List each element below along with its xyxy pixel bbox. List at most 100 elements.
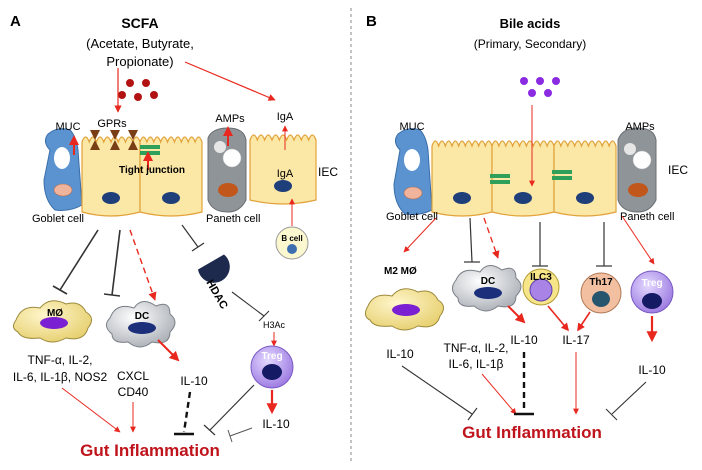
label-dc-cytokines-1: TNF-α, IL-2,: [444, 341, 509, 355]
outcome-gut-inflammation-a: Gut Inflammation: [80, 441, 220, 460]
label-treg-a: Treg: [261, 351, 282, 362]
enterocyte-b1: [431, 140, 493, 217]
label-iec-b: IEC: [668, 163, 688, 177]
label-treg-b: Treg: [641, 278, 662, 289]
arrow-scfa-iga: [184, 61, 276, 101]
inhibit-treg-inflam: [209, 384, 255, 431]
goblet-cell-b: [393, 128, 433, 215]
dc-nucleus-b: [474, 287, 502, 299]
treg-cell-b: [630, 270, 674, 314]
panel-b-letter: B: [366, 13, 377, 30]
label-muc-b: MUC: [399, 121, 424, 133]
arrow-th17-il17: [577, 311, 591, 332]
inhibit-treg-inflam-b: [611, 381, 647, 415]
th17-nucleus: [592, 291, 610, 307]
tight-junction-b: [490, 170, 572, 184]
dashed-epi-dc: [129, 229, 157, 301]
hdac-shape: [198, 254, 230, 283]
enterocyte-a3: [249, 134, 317, 205]
treg-nucleus-a: [262, 364, 282, 380]
goblet-cell-a: [43, 128, 83, 211]
enterocytes-b: [431, 140, 617, 217]
enterocyte-a1-nucleus: [102, 192, 120, 204]
enterocyte-b3-nucleus: [576, 192, 594, 204]
label-goblet-b: Goblet cell: [386, 211, 438, 223]
inhibit-epi-dc-b: [469, 217, 473, 263]
enterocytes-a: [81, 134, 317, 217]
panel-a-subtitle-1: (Acetate, Butyrate,: [86, 36, 194, 51]
paneth-nucleus-a: [218, 183, 238, 197]
label-gprs: GPRs: [97, 118, 127, 130]
arrow-dc-il10-b: [507, 305, 526, 324]
label-b-cell: B cell: [281, 234, 302, 243]
outcome-gut-inflammation-b: Gut Inflammation: [462, 423, 602, 442]
arrow-dc-inflam-b: [481, 373, 517, 415]
label-il10-ilc3: IL-10: [510, 333, 538, 347]
label-mac-cytokines-2: IL-6, IL-1β, NOS2: [13, 370, 108, 384]
label-il10-dc-a: IL-10: [180, 374, 208, 388]
arrow-epi-treg-b: [621, 215, 655, 265]
b-cell: [275, 226, 309, 260]
label-il10-m2: IL-10: [386, 347, 414, 361]
inhibit-il10-inflam: [229, 427, 253, 437]
enterocyte-a2: [139, 136, 203, 217]
label-il17: IL-17: [562, 333, 590, 347]
label-ilc3: ILC3: [530, 272, 552, 283]
label-paneth-b: Paneth cell: [620, 211, 674, 223]
epithelium-b: [393, 127, 657, 217]
enterocyte-b1-nucleus: [453, 192, 471, 204]
label-hdac: HDAC: [203, 278, 229, 312]
paneth-cell-b: [617, 127, 657, 213]
arrow-ilc3-il17: [547, 305, 570, 332]
treg-nucleus-b: [642, 293, 662, 309]
macrophage-nucleus-a: [40, 317, 68, 329]
paneth-granule-a: [214, 141, 226, 153]
dashed-epi-dc-b: [483, 217, 500, 259]
inhibit-il10-dc-inflam: [182, 391, 192, 433]
goblet-granule-a: [54, 147, 70, 169]
label-iga-top: IgA: [277, 111, 294, 123]
arrow-epi-m2: [403, 217, 437, 253]
label-amps-b: AMPs: [625, 121, 655, 133]
panel-b-title: Bile acids: [500, 16, 561, 31]
enterocyte-b2-nucleus: [514, 192, 532, 204]
label-h3ac: H3Ac: [263, 320, 286, 330]
goblet-nucleus-a: [53, 183, 73, 197]
arrow-dc-il10-a: [157, 339, 180, 362]
arrow-mac-inflam: [61, 387, 121, 433]
ilc3-nucleus: [529, 278, 553, 302]
label-dc-cytokines-2: IL-6, IL-1β: [449, 357, 504, 371]
label-dc-markers-1: CXCL: [117, 369, 149, 383]
bile-acid-molecules: [520, 77, 560, 97]
label-iec-a: IEC: [318, 165, 338, 179]
label-il10-treg-b: IL-10: [638, 363, 666, 377]
inhibit-hdac-h3ac: [231, 291, 265, 317]
inhibit-epi-hdac: [181, 224, 199, 248]
label-dc-b: DC: [481, 276, 495, 287]
goblet-granule-b: [404, 149, 420, 171]
panel-a-letter: A: [10, 13, 21, 30]
panel-b: B Bile acids (Primary, Secondary) MUC AM…: [364, 13, 688, 442]
gpr-receptors: [90, 130, 138, 150]
label-il10-treg-a: IL-10: [262, 417, 290, 431]
label-iga-cell: IgA: [277, 168, 294, 180]
label-mac-cytokines-1: TNF-α, IL-2,: [28, 353, 93, 367]
label-dc-markers-2: CD40: [118, 385, 149, 399]
enterocyte-a3-nucleus: [274, 180, 292, 192]
panel-a-subtitle-2: Propionate): [106, 54, 173, 69]
goblet-nucleus-b: [403, 186, 423, 200]
label-tight-junction: Tight junction: [119, 165, 185, 176]
inhibit-m2-inflam: [401, 365, 473, 415]
b-cell-nucleus: [287, 244, 297, 254]
inhibit-epi-dc: [111, 229, 121, 296]
m2-nucleus: [392, 304, 420, 316]
label-dc-a: DC: [135, 311, 149, 322]
paneth-granule-a2: [222, 148, 242, 168]
label-paneth-a: Paneth cell: [206, 213, 260, 225]
enterocyte-b3: [553, 140, 617, 217]
scfa-molecules: [118, 79, 158, 101]
panel-b-subtitle: (Primary, Secondary): [474, 37, 586, 51]
paneth-nucleus-b: [628, 183, 648, 197]
